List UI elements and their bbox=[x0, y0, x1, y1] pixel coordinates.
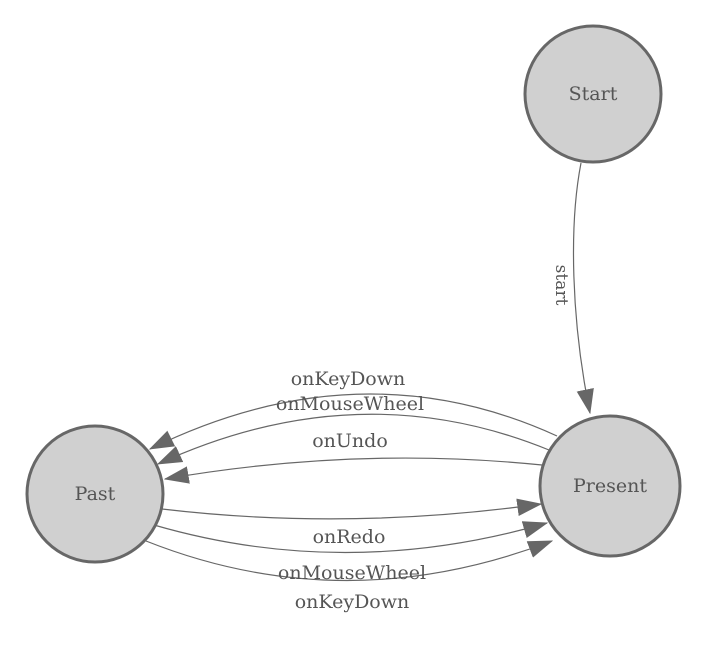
edge-label-start: start bbox=[551, 265, 571, 306]
state-node-past-label: Past bbox=[75, 483, 116, 505]
edge-label-onredo: onRedo bbox=[313, 526, 386, 548]
edge-label-onmousewheel-top: onMouseWheel bbox=[276, 393, 424, 415]
state-node-present: Present bbox=[538, 414, 682, 558]
state-node-present-label: Present bbox=[573, 475, 647, 497]
edge-past-to-present-onredo bbox=[161, 498, 543, 520]
state-node-past: Past bbox=[25, 424, 165, 564]
edges bbox=[145, 162, 594, 582]
edge-label-onkeydown-top: onKeyDown bbox=[291, 368, 406, 390]
edge-label-onkeydown-bottom: onKeyDown bbox=[295, 591, 410, 613]
edge-present-to-past-onundo bbox=[163, 457, 543, 484]
edge-past-to-present-onmousewheel bbox=[153, 521, 549, 554]
edge-past-to-present-onkeydown bbox=[145, 540, 554, 582]
edge-labels: start onKeyDown onMouseWheel onUndo onRe… bbox=[276, 265, 571, 613]
state-node-start-label: Start bbox=[569, 83, 618, 105]
state-node-start: Start bbox=[523, 24, 663, 164]
edge-present-to-past-onkeydown bbox=[148, 393, 558, 450]
edge-start-to-present bbox=[572, 162, 594, 415]
edge-label-onmousewheel-bottom: onMouseWheel bbox=[278, 562, 426, 584]
edge-label-onundo: onUndo bbox=[312, 430, 388, 452]
edge-present-to-past-onmousewheel bbox=[156, 413, 550, 465]
state-node-present-circle bbox=[538, 414, 682, 558]
state-node-past-circle bbox=[25, 424, 165, 564]
state-node-start-circle bbox=[523, 24, 663, 164]
